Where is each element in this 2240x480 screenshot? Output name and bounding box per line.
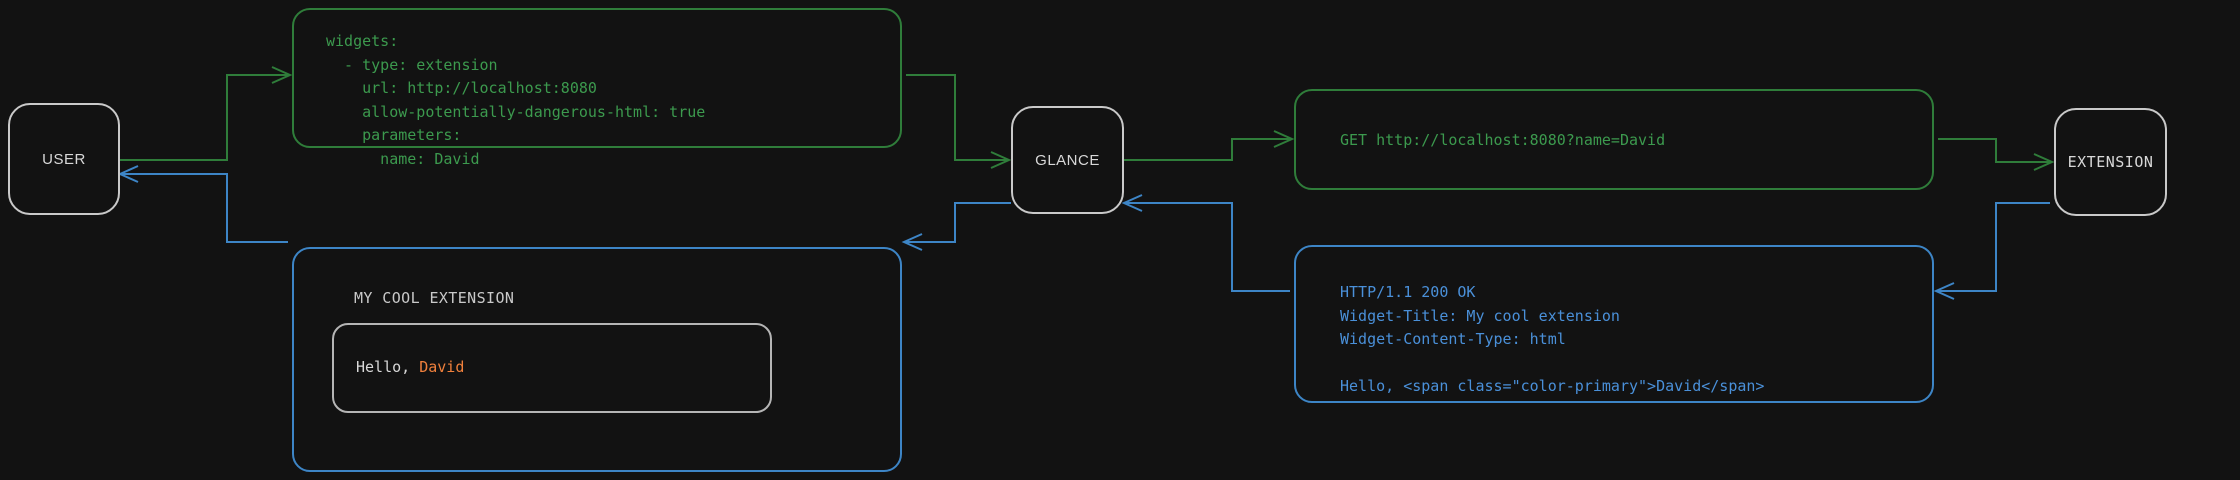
widget-preview-body: Hello, David	[356, 358, 464, 376]
widget-preview-title: MY COOL EXTENSION	[354, 289, 515, 307]
http-request-box: GET http://localhost:8080?name=David	[1294, 89, 1934, 190]
wire-glance-to-request	[1124, 138, 1290, 161]
node-user-label: USER	[42, 150, 86, 168]
wire-glance-to-widget	[906, 202, 1011, 243]
arrowhead-widget-in	[901, 233, 923, 251]
wire-request-to-extension	[1938, 138, 2050, 163]
widget-greeting-text: Hello,	[356, 358, 420, 376]
http-request-text: GET http://localhost:8080?name=David	[1340, 131, 1666, 149]
widget-preview-box: MY COOL EXTENSION Hello, David	[292, 247, 902, 472]
arrowhead-glance-response-in	[1121, 194, 1143, 212]
node-glance-label: GLANCE	[1035, 151, 1100, 169]
arrowhead-request-in	[1273, 130, 1295, 148]
arrowhead-config-in	[271, 66, 293, 84]
config-yaml-box: widgets: - type: extension url: http://l…	[292, 8, 902, 168]
wire-extension-to-response	[1938, 202, 2050, 292]
wire-config-to-glance	[906, 74, 1007, 161]
config-yaml-text: widgets: - type: extension url: http://l…	[326, 32, 706, 168]
node-extension-label: EXTENSION	[2067, 153, 2154, 171]
http-response-box: HTTP/1.1 200 OK Widget-Title: My cool ex…	[1294, 245, 1934, 403]
wire-user-to-config	[120, 74, 288, 161]
wire-widget-to-user	[122, 173, 288, 243]
widget-accent-name: David	[419, 358, 465, 376]
node-user[interactable]: USER	[8, 103, 120, 215]
arrowhead-user-in	[117, 165, 139, 183]
arrowhead-response-in	[1933, 282, 1955, 300]
arrowhead-extension-in	[2033, 153, 2055, 171]
arrowhead-glance-in	[990, 151, 1012, 169]
widget-preview-card[interactable]: Hello, David	[332, 323, 772, 413]
node-glance[interactable]: GLANCE	[1011, 106, 1124, 214]
node-extension[interactable]: EXTENSION	[2054, 108, 2167, 216]
wire-response-to-glance	[1126, 202, 1290, 292]
http-response-text: HTTP/1.1 200 OK Widget-Title: My cool ex…	[1340, 283, 1765, 395]
